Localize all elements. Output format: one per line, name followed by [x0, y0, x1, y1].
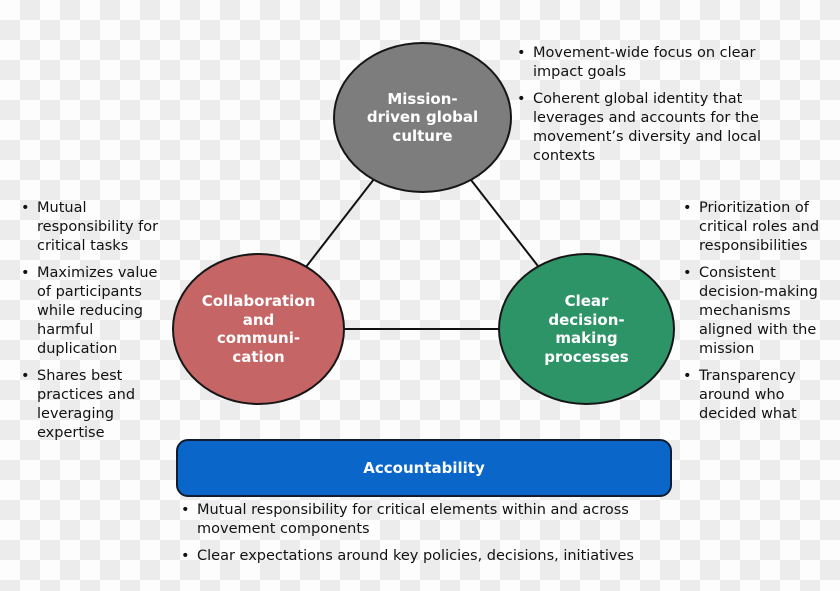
bullet-icon: • — [21, 265, 30, 281]
accountability-bar: Accountability — [176, 439, 672, 497]
bullet-text: Maximizes value of participants while re… — [37, 265, 158, 357]
list-item: • Movement-wide focus on clear impact go… — [517, 44, 817, 82]
bullet-icon: • — [21, 200, 30, 216]
node-mission-driven-global-culture: Mission- driven global culture — [333, 42, 512, 193]
bullet-icon: • — [21, 368, 30, 384]
bullet-icon: • — [683, 265, 692, 281]
bullet-text: Consistent decision-making mechanisms al… — [699, 265, 818, 357]
bullet-list-mission: • Movement-wide focus on clear impact go… — [517, 44, 817, 166]
list-item: • Consistent decision-making mechanisms … — [683, 264, 838, 359]
bullet-text: Clear expectations around key policies, … — [197, 548, 634, 564]
list-item: • Prioritization of critical roles and r… — [683, 199, 838, 256]
bullet-list-accountability: • Mutual responsibility for critical ele… — [181, 501, 681, 566]
bullet-text: Shares best practices and leveraging exp… — [37, 368, 136, 441]
list-item: • Maximizes value of participants while … — [21, 264, 179, 359]
bullet-icon: • — [683, 368, 692, 384]
bullet-text: Transparency around who decided what — [699, 368, 797, 422]
node-clear-decision-making-processes: Clear decision- making processes — [498, 253, 675, 405]
bullet-text: Movement-wide focus on clear impact goal… — [533, 45, 756, 80]
bullet-text: Mutual responsibility for critical eleme… — [197, 502, 629, 537]
list-item: • Mutual responsibility for critical ele… — [181, 501, 681, 539]
node-decision-label: Clear decision- making processes — [544, 292, 629, 366]
node-mission-label: Mission- driven global culture — [366, 89, 479, 145]
bullet-text: Prioritization of critical roles and res… — [699, 200, 820, 254]
bullet-list-decision: • Prioritization of critical roles and r… — [683, 199, 838, 424]
bullet-icon: • — [683, 200, 692, 216]
list-item: • Mutual responsibility for critical tas… — [21, 199, 179, 256]
list-item: • Clear expectations around key policies… — [181, 547, 681, 566]
bullet-text: Mutual responsibility for critical tasks — [37, 200, 159, 254]
bullet-icon: • — [181, 548, 190, 564]
node-collaboration-label: Collaboration and communi- cation — [201, 292, 316, 366]
list-item: • Shares best practices and leveraging e… — [21, 367, 179, 443]
node-collaboration-and-communication: Collaboration and communi- cation — [172, 253, 345, 405]
bullet-icon: • — [517, 91, 526, 107]
bullet-icon: • — [181, 502, 190, 518]
bullet-text: Coherent global identity that leverages … — [533, 91, 762, 164]
list-item: • Transparency around who decided what — [683, 367, 838, 424]
accountability-label: Accountability — [363, 459, 485, 477]
bullet-icon: • — [517, 45, 526, 61]
bullet-list-collaboration: • Mutual responsibility for critical tas… — [21, 199, 179, 443]
list-item: • Coherent global identity that leverage… — [517, 90, 817, 166]
